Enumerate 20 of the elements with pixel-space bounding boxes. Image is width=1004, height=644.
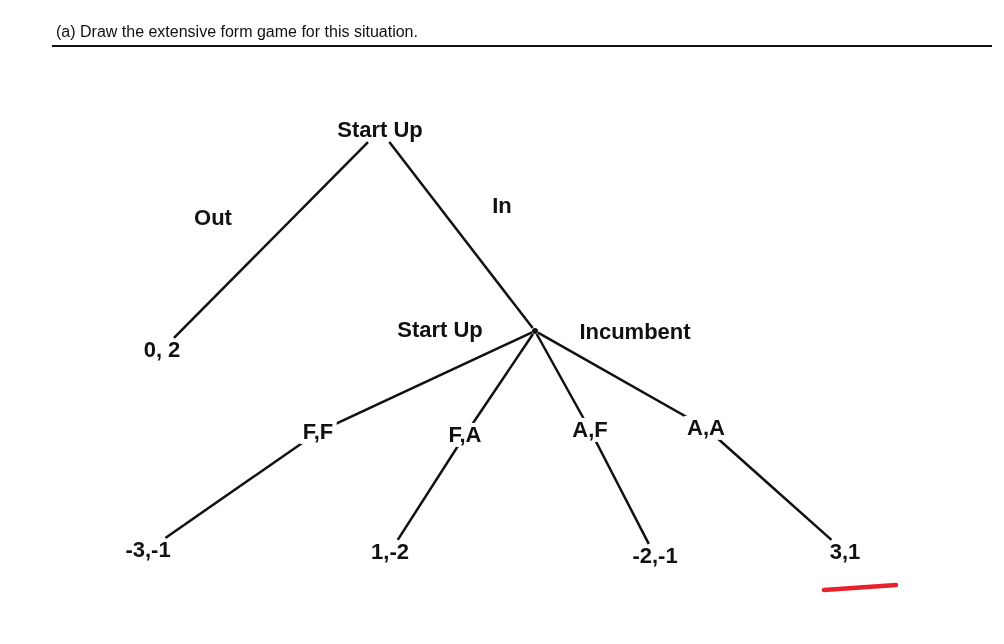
payoff-label: 3,1 — [829, 539, 861, 565]
action-label: A,A — [684, 415, 728, 441]
payoff-label: 0, 2 — [143, 337, 181, 363]
game-tree-branch — [537, 331, 833, 541]
decision-node-label: Start Up — [337, 117, 423, 143]
action-label: In — [492, 193, 512, 219]
payoff-label: -3,-1 — [125, 537, 171, 563]
game-tree-branch — [535, 333, 650, 545]
game-tree-branch — [388, 141, 534, 329]
game-tree-branch — [164, 331, 533, 539]
player-label: Start Up — [397, 317, 483, 343]
heading: (a) Draw the extensive form game for this situation. — [56, 23, 418, 41]
payoff-label: -2,-1 — [632, 543, 678, 569]
game-tree-branch — [173, 141, 369, 339]
action-label: Out — [194, 205, 232, 231]
decision-node-dot — [532, 328, 538, 334]
action-label: F,F — [299, 419, 337, 445]
player-label: Incumbent — [579, 319, 691, 345]
payoff-label: 1,-2 — [371, 539, 409, 565]
game-tree-branch — [396, 333, 534, 541]
